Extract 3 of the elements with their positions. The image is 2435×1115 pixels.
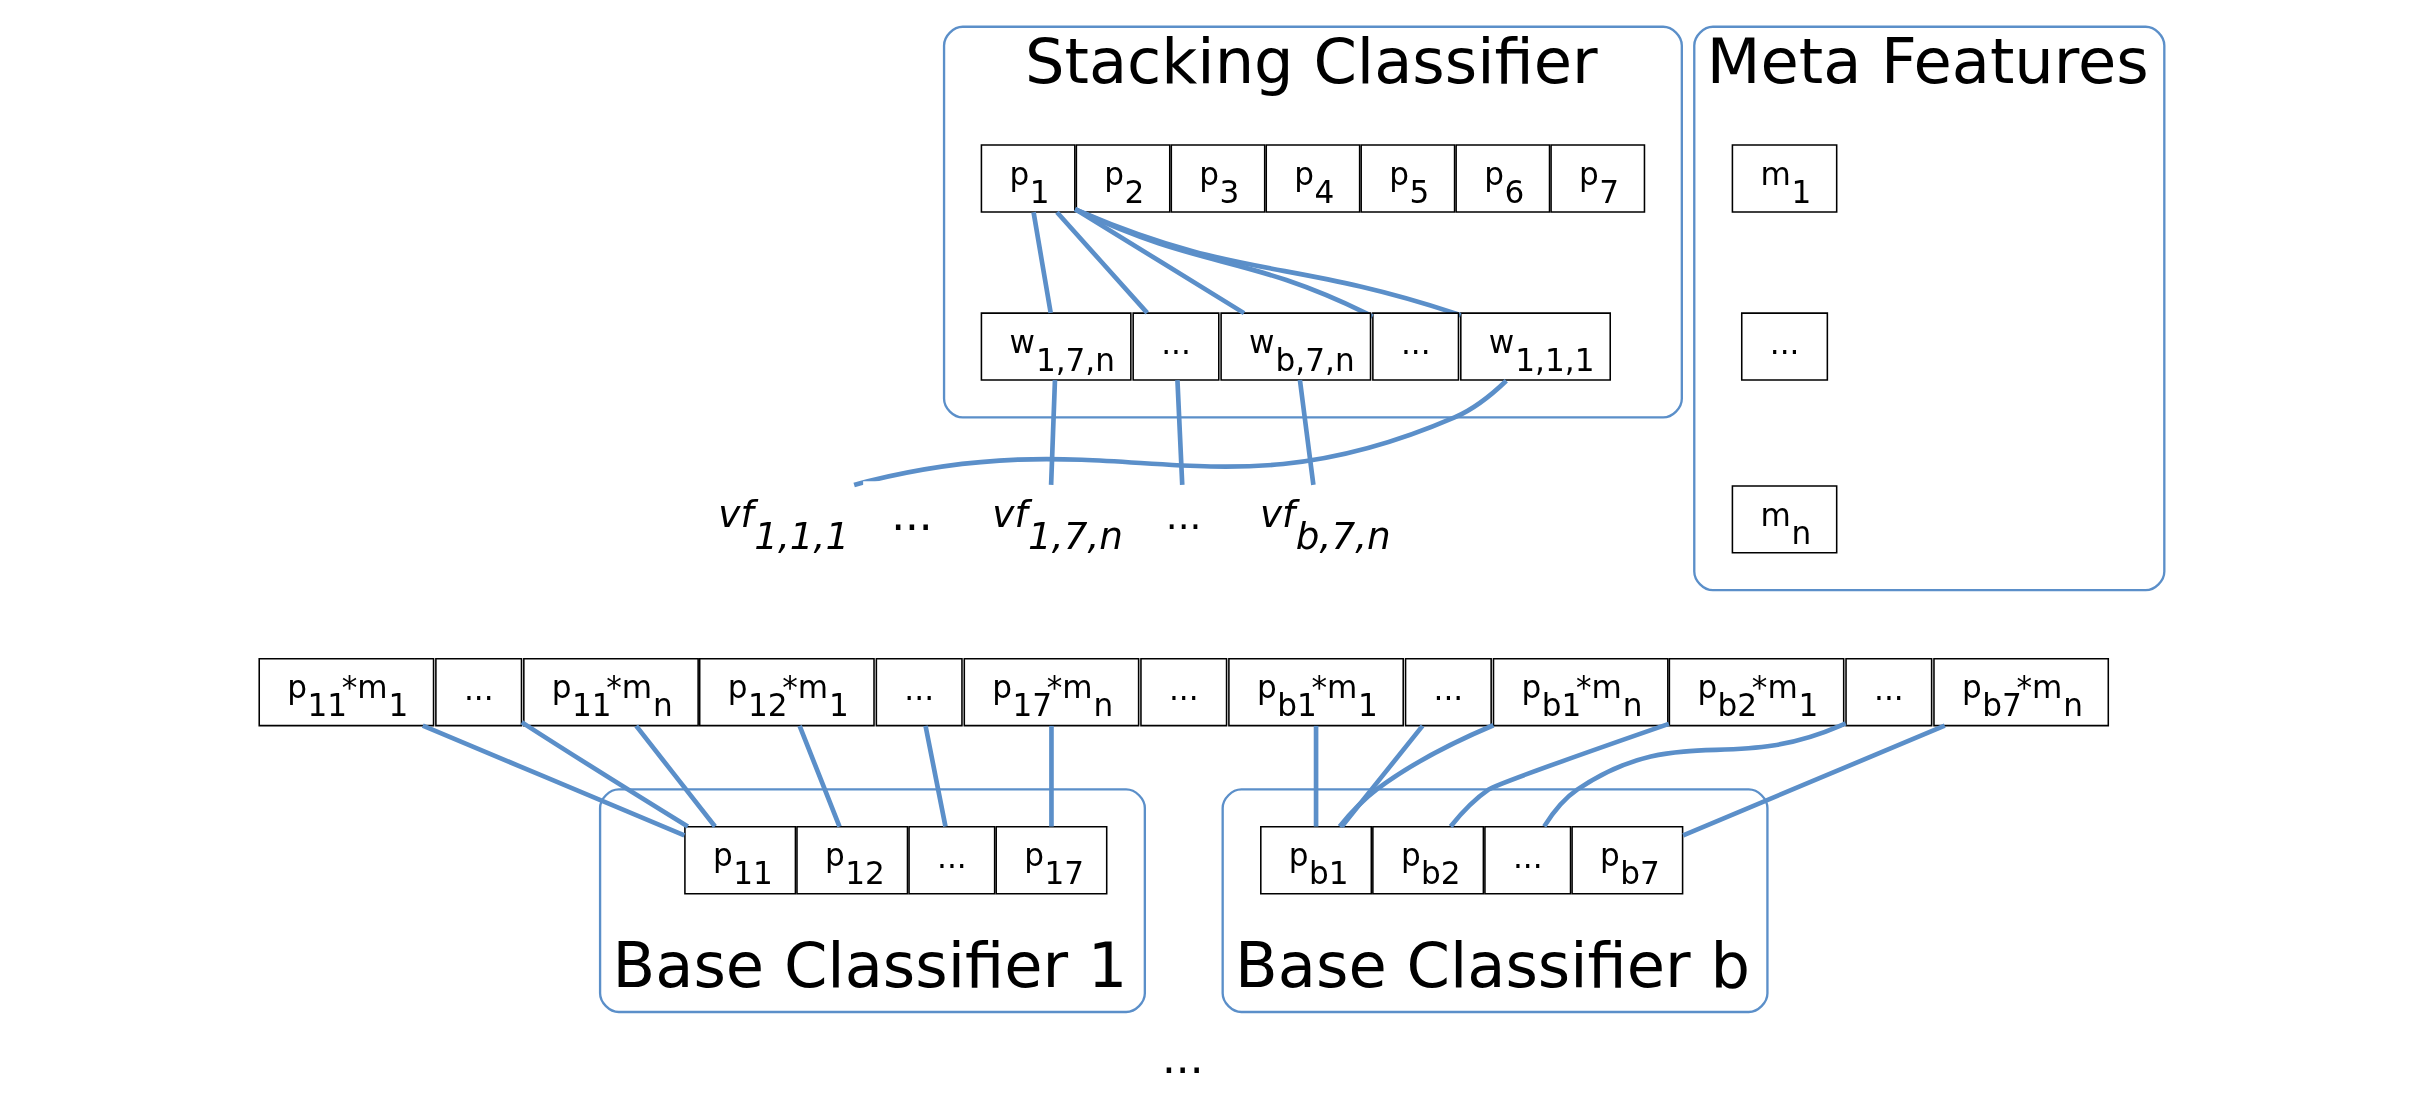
node-text: ... <box>1165 494 1201 539</box>
label: ... <box>890 490 933 541</box>
label: ... <box>1161 1033 1204 1084</box>
